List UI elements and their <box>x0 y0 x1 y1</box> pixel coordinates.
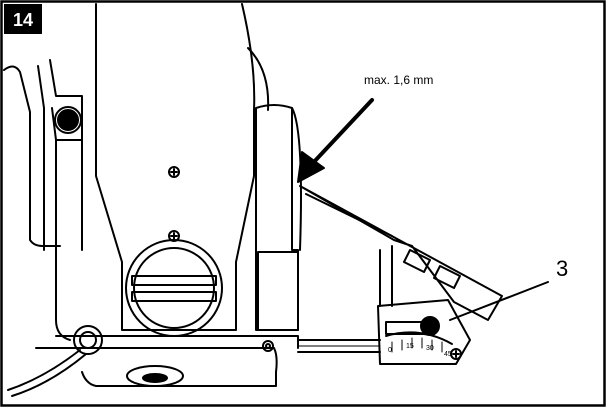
gauge-screw-icon <box>450 348 462 360</box>
angle-guide-notch <box>433 265 461 289</box>
lock-knob-icon <box>420 316 440 336</box>
gap-arrow-head <box>297 151 325 183</box>
knob-icon <box>57 109 79 131</box>
power-cord-icon <box>7 349 81 391</box>
dust-port-inner <box>133 247 215 329</box>
miter-gauge-body <box>377 299 471 365</box>
gap-arrow-shaft <box>310 98 374 166</box>
foot <box>126 365 184 387</box>
fence-rail <box>297 339 381 353</box>
miter-scale-ticks <box>391 337 443 353</box>
saw-drawing <box>3 3 549 397</box>
cord-grommet-inner <box>79 331 97 349</box>
angle-guide <box>299 185 503 321</box>
left-housing <box>3 65 61 247</box>
scale-label-30: 30 <box>426 345 434 352</box>
cord-grommet <box>73 325 103 355</box>
knob-ring <box>54 106 82 134</box>
angle-guide-edge <box>305 193 393 237</box>
scale-label-15: 15 <box>406 343 414 350</box>
scale-label-45: 45 <box>444 351 452 358</box>
left-column <box>55 139 71 341</box>
table-top <box>55 335 299 349</box>
gauge-screw-cross <box>452 350 460 358</box>
table-screw-icon <box>262 340 274 352</box>
angle-guide-notch <box>403 249 431 273</box>
figure-number-badge <box>4 4 42 34</box>
left-housing-edge <box>37 65 45 251</box>
part-number-label: 3 <box>556 256 568 281</box>
part-leader-line <box>449 281 549 321</box>
motor-body <box>95 3 256 331</box>
gap-dimension-label: max. 1,6 mm <box>364 73 433 87</box>
blade-guard-lower <box>257 251 299 331</box>
power-cord-edge <box>11 353 87 397</box>
figure-number: 14 <box>13 10 33 30</box>
motor-shoulder <box>247 47 270 111</box>
screw-cross <box>170 168 178 176</box>
dust-port-slot <box>131 275 217 286</box>
foot-inner <box>142 373 168 383</box>
screw-icon <box>168 166 180 178</box>
blade-edge <box>291 107 302 251</box>
support-post <box>379 245 393 307</box>
left-bracket <box>49 59 83 141</box>
dust-port-slot <box>131 291 217 302</box>
scale-label-0: 0 <box>388 347 392 354</box>
table-screw-center <box>265 343 271 349</box>
base <box>35 347 278 387</box>
screw-cross <box>170 232 178 240</box>
